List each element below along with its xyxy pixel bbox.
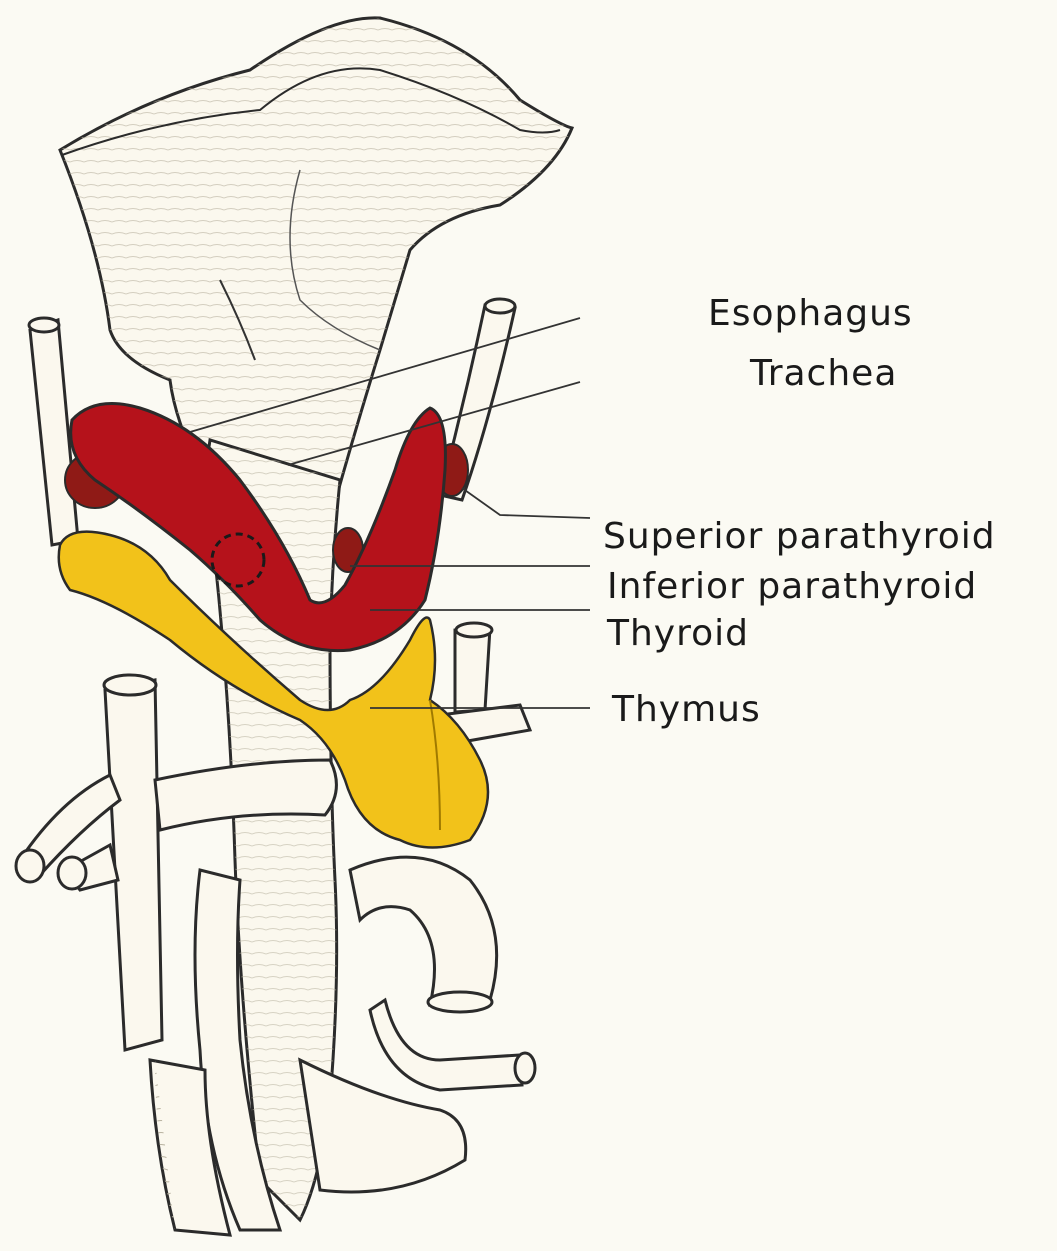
label-thyroid: Thyroid — [607, 616, 749, 652]
label-esophagus: Esophagus — [708, 296, 913, 332]
label-thymus: Thymus — [612, 692, 761, 728]
label-superior-parathyroid: Superior parathyroid — [603, 519, 996, 555]
leader-superior-parathyroid — [462, 488, 590, 518]
label-inferior-parathyroid: Inferior parathyroid — [607, 569, 977, 605]
label-trachea: Trachea — [750, 356, 897, 392]
